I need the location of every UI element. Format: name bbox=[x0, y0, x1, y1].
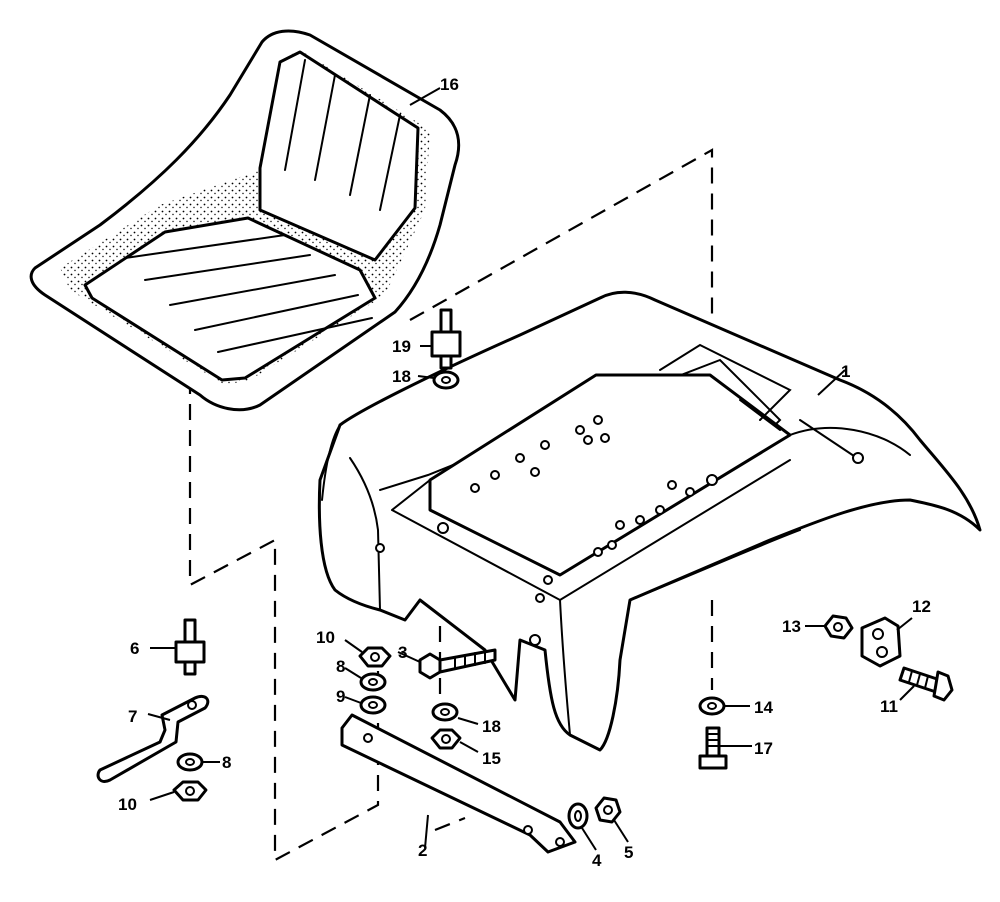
callout-15: 15 bbox=[482, 749, 501, 768]
callout-7: 7 bbox=[128, 707, 137, 726]
callout-18-lower: 18 bbox=[482, 717, 501, 736]
bolt-part-11 bbox=[898, 666, 954, 702]
callout-9: 9 bbox=[336, 687, 345, 706]
callout-11: 11 bbox=[880, 697, 898, 716]
stud-part-6 bbox=[150, 618, 206, 676]
callout-18-upper: 18 bbox=[392, 367, 411, 386]
callout-14: 14 bbox=[754, 698, 773, 717]
callout-6: 6 bbox=[130, 639, 139, 658]
callout-labels: 1 2 3 4 5 6 7 8 8 9 10 10 11 12 13 14 15… bbox=[118, 75, 931, 870]
nut-part-13 bbox=[805, 614, 854, 640]
callout-5: 5 bbox=[624, 843, 633, 862]
washer-part-14 bbox=[698, 696, 750, 716]
callout-19: 19 bbox=[392, 337, 411, 356]
callout-10-center: 10 bbox=[316, 628, 335, 647]
callout-3: 3 bbox=[398, 643, 407, 662]
stud-part-19 bbox=[420, 308, 462, 370]
callout-17: 17 bbox=[754, 739, 773, 758]
nut-part-10-center bbox=[344, 639, 392, 668]
callout-16: 16 bbox=[440, 75, 459, 94]
nut-part-15 bbox=[430, 728, 479, 753]
seat-part-16 bbox=[29, 29, 461, 412]
lockwasher-part-8-left bbox=[176, 752, 220, 772]
bolt-part-3 bbox=[397, 648, 497, 680]
callout-12: 12 bbox=[912, 597, 931, 616]
callout-8-left: 8 bbox=[222, 753, 231, 772]
bracket-part-2 bbox=[340, 713, 577, 854]
callout-8-center: 8 bbox=[336, 657, 345, 676]
nut-part-5 bbox=[594, 796, 629, 843]
strap-part-7 bbox=[96, 694, 210, 783]
callout-2: 2 bbox=[418, 841, 427, 860]
washer-part-18-lower bbox=[431, 702, 479, 725]
washer-part-18-upper bbox=[417, 370, 460, 390]
washer-part-9 bbox=[344, 695, 387, 715]
seat-support-part-1 bbox=[317, 290, 982, 752]
lockwasher-part-4 bbox=[567, 802, 597, 851]
callout-13: 13 bbox=[782, 617, 801, 636]
lockwasher-part-8-center bbox=[344, 667, 387, 692]
callout-4: 4 bbox=[592, 851, 602, 870]
clip-part-12 bbox=[860, 616, 913, 668]
callout-1: 1 bbox=[841, 362, 850, 381]
nut-part-10-left bbox=[149, 780, 208, 802]
callout-10-left: 10 bbox=[118, 795, 137, 814]
bolt-part-17 bbox=[698, 726, 752, 770]
